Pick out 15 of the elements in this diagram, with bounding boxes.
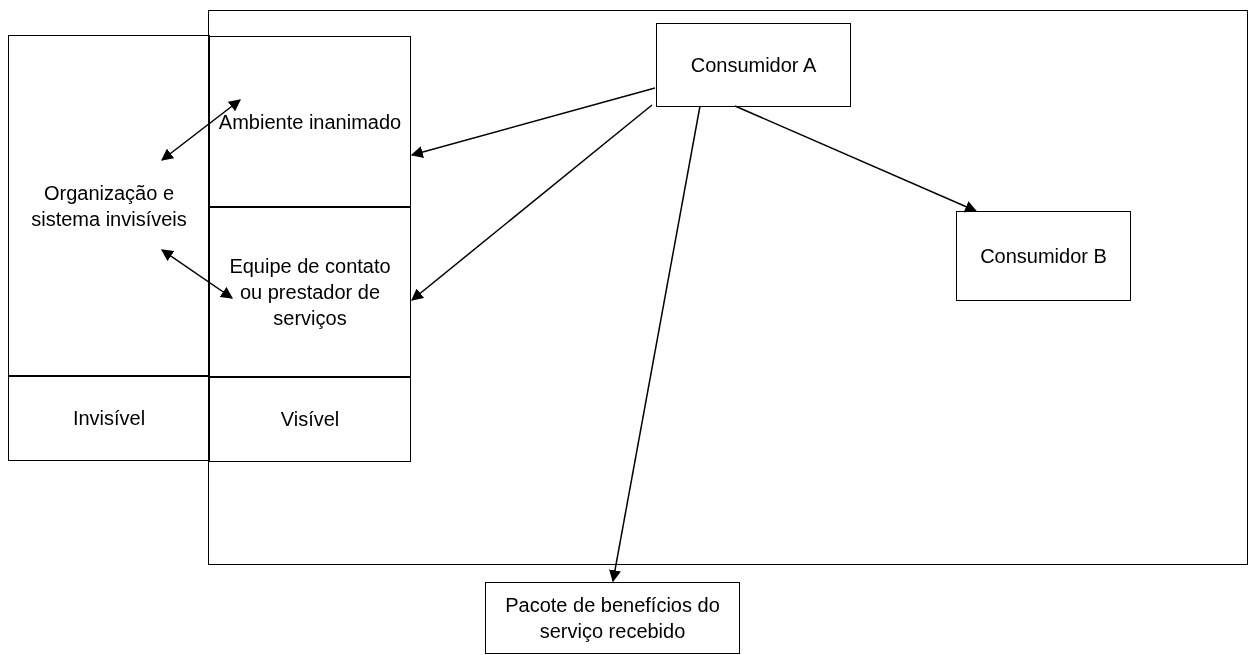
node-label: Visível — [279, 407, 341, 432]
node-label: Consumidor A — [689, 53, 818, 78]
arrow — [411, 104, 653, 301]
node-label: Ambiente inanimado — [217, 110, 403, 135]
arrow — [734, 105, 978, 213]
arrow — [410, 87, 656, 158]
arrow — [161, 99, 241, 161]
node-label: Equipe de contato ou prestador de serviços — [228, 254, 392, 331]
arrow — [161, 249, 233, 299]
node-label: Organização e sistema invisíveis — [30, 181, 188, 232]
arrow — [609, 105, 701, 583]
node-label: Pacote de benefícios do serviço recebido — [504, 593, 721, 644]
outer-boundary-box — [208, 10, 1248, 565]
node-label: Invisível — [71, 406, 147, 431]
node-label: Consumidor B — [979, 244, 1108, 269]
